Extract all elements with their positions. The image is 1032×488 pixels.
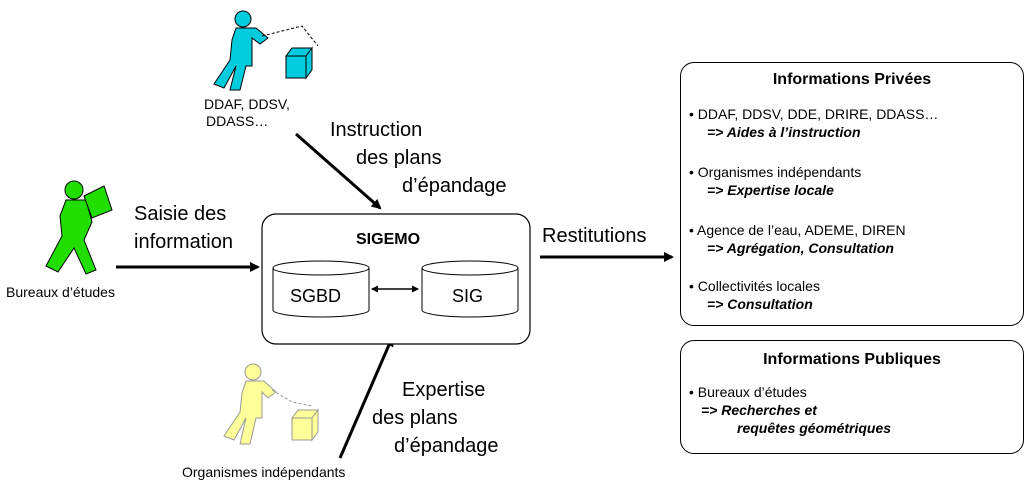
instruction-arrow (295, 132, 382, 210)
private-item-3-line: • Agence de l’eau, ADEME, DIREN (689, 222, 906, 238)
private-info-title: Informations Privées (772, 71, 932, 88)
public-item-1-line: • Bureaux d’études (689, 384, 807, 400)
ddaf-label-line2: DDASS… (206, 113, 269, 129)
public-info-title: Informations Publiques (763, 351, 941, 368)
public-item-1-sub2: requêtes géométriques (737, 420, 892, 436)
saisie-label-line1: Saisie des (134, 203, 227, 225)
cyan-person-with-box-icon (213, 10, 319, 91)
private-item-3-sub: => Agrégation, Consultation (707, 240, 894, 256)
public-item-1-sub1: => Recherches et (701, 402, 817, 418)
instruction-label-line1: Instruction (330, 119, 423, 141)
private-item-2-sub: => Expertise locale (707, 182, 834, 198)
yellow-person-with-box-icon (223, 363, 319, 445)
sigemo-title: SIGEMO (356, 231, 421, 248)
public-item-1: • Bureaux d’études => Recherches et requ… (689, 383, 891, 437)
expertise-arrow (338, 336, 394, 459)
private-item-3: • Agence de l’eau, ADEME, DIREN => Agrég… (689, 221, 906, 257)
private-item-1: • DDAF, DDSV, DDE, DRIRE, DDASS… => Aide… (689, 105, 938, 141)
saisie-label-line2: information (134, 231, 233, 253)
green-person-carrying-box-icon (45, 180, 113, 275)
sig-database-icon (421, 260, 519, 318)
private-item-4-sub: => Consultation (707, 296, 813, 312)
bureaux-label: Bureaux d’études (6, 284, 115, 300)
private-item-2-line: • Organismes indépendants (689, 164, 862, 180)
private-item-1-sub: => Aides à l’instruction (707, 124, 861, 140)
private-item-1-line: • DDAF, DDSV, DDE, DRIRE, DDASS… (689, 106, 939, 122)
private-item-4-line: • Collectivités locales (689, 278, 820, 294)
restitutions-label: Restitutions (542, 225, 647, 247)
sgbd-database-icon (272, 260, 370, 318)
expertise-label-line3: d’épandage (394, 435, 499, 457)
ddaf-label-line1: DDAF, DDSV, (204, 96, 290, 112)
instruction-label-line3: d’épandage (402, 175, 507, 197)
organismes-label: Organismes indépendants (182, 464, 346, 480)
expertise-label-line1: Expertise (402, 379, 486, 401)
private-item-2: • Organismes indépendants => Expertise l… (689, 163, 861, 199)
public-info-box: Informations Publiques • Bureaux d’étude… (680, 340, 1024, 454)
sgbd-label: SGBD (290, 286, 342, 306)
private-info-box: Informations Privées • DDAF, DDSV, DDE, … (680, 62, 1024, 326)
expertise-label-line2: des plans (372, 407, 458, 429)
private-item-4: • Collectivités locales => Consultation (689, 277, 820, 313)
sig-label: SIG (452, 286, 484, 306)
instruction-label-line2: des plans (356, 147, 442, 169)
